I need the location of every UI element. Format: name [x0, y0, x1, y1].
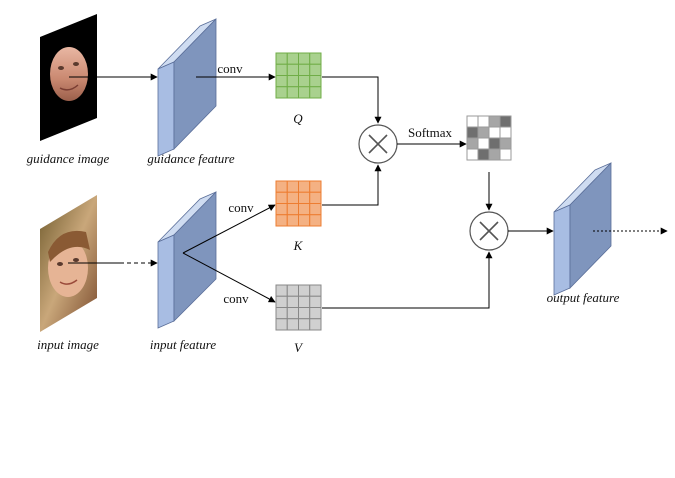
grid-cell [499, 115, 512, 128]
grid-cell [298, 75, 311, 88]
grid-cell [286, 307, 299, 320]
grid-cell [499, 148, 512, 161]
grid-cell [298, 63, 311, 76]
grid-cell [275, 52, 288, 65]
grid-cell [286, 318, 299, 331]
k-label: K [293, 238, 304, 253]
grid-cell [477, 137, 490, 150]
grid-cell [275, 295, 288, 308]
grid-cell [298, 307, 311, 320]
arrow-q-to-multiply [322, 76, 382, 124]
grid-cell [275, 86, 288, 99]
grid-cell [275, 203, 288, 216]
grid-cell [275, 75, 288, 88]
arrow-input-feature-to-v [182, 252, 276, 303]
grid-cell [298, 52, 311, 65]
grid-cell [309, 191, 322, 204]
grid-cell [488, 115, 501, 128]
grid-cell [309, 318, 322, 331]
grid-cell [275, 63, 288, 76]
grid-cell [286, 180, 299, 193]
conv-label-v: conv [223, 291, 249, 306]
grid-cell [477, 115, 490, 128]
grid-cell [309, 52, 322, 65]
grid-cell [499, 137, 512, 150]
query-matrix-q [275, 52, 322, 99]
grid-cell [275, 180, 288, 193]
grid-cell [309, 203, 322, 216]
grid-cell [309, 307, 322, 320]
key-matrix-k [275, 180, 322, 227]
grid-cell [286, 75, 299, 88]
grid-cell [477, 126, 490, 139]
grid-cell [298, 180, 311, 193]
grid-cell [286, 295, 299, 308]
conv-label-q: conv [217, 61, 243, 76]
grid-cell [309, 214, 322, 227]
output-feature-block [553, 162, 612, 296]
q-label: Q [293, 111, 303, 126]
grid-cell [466, 148, 479, 161]
v-label: V [294, 340, 304, 355]
grid-cell [286, 86, 299, 99]
grid-cell [488, 126, 501, 139]
softmax-label: Softmax [408, 125, 453, 140]
output-feature-label: output feature [547, 290, 620, 305]
conv-label-k: conv [228, 200, 254, 215]
grid-cell [309, 284, 322, 297]
multiply-operator-2 [469, 211, 509, 251]
input-image-label: input image [37, 337, 99, 352]
grid-cell [298, 191, 311, 204]
arrows [68, 73, 668, 309]
guidance-feature-block [157, 18, 217, 157]
grid-cell [298, 295, 311, 308]
arrow-k-to-multiply [322, 164, 382, 206]
grid-cell [286, 284, 299, 297]
grid-cell [286, 52, 299, 65]
grid-cell [298, 284, 311, 297]
arrow-v-to-multiply [322, 251, 493, 309]
guidance-image [40, 14, 97, 141]
grid-cell [286, 191, 299, 204]
guidance-feature-label: guidance feature [147, 151, 234, 166]
softmax-attention-map [466, 115, 512, 161]
grid-cell [275, 191, 288, 204]
input-feature-label: input feature [150, 337, 217, 352]
arrow-input-feature-to-k [182, 204, 276, 254]
grid-cell [275, 284, 288, 297]
grid-cell [309, 180, 322, 193]
grid-cell [298, 86, 311, 99]
guidance-image-label: guidance image [27, 151, 110, 166]
grid-cell [499, 126, 512, 139]
grid-cell [309, 295, 322, 308]
grid-cell [309, 86, 322, 99]
value-matrix-v [275, 284, 322, 331]
grid-cell [298, 203, 311, 216]
grid-cell [286, 214, 299, 227]
input-feature-block [157, 191, 217, 329]
grid-cell [488, 137, 501, 150]
grid-cell [286, 203, 299, 216]
grid-cell [275, 214, 288, 227]
grid-cell [466, 115, 479, 128]
grid-cell [466, 126, 479, 139]
grid-cell [275, 307, 288, 320]
grid-cell [488, 148, 501, 161]
grid-cell [466, 137, 479, 150]
grid-cell [309, 75, 322, 88]
grid-cell [275, 318, 288, 331]
grid-cell [286, 63, 299, 76]
grid-cell [298, 214, 311, 227]
grid-cell [477, 148, 490, 161]
grid-cell [309, 63, 322, 76]
grid-cell [298, 318, 311, 331]
multiply-operator-1 [358, 124, 398, 164]
